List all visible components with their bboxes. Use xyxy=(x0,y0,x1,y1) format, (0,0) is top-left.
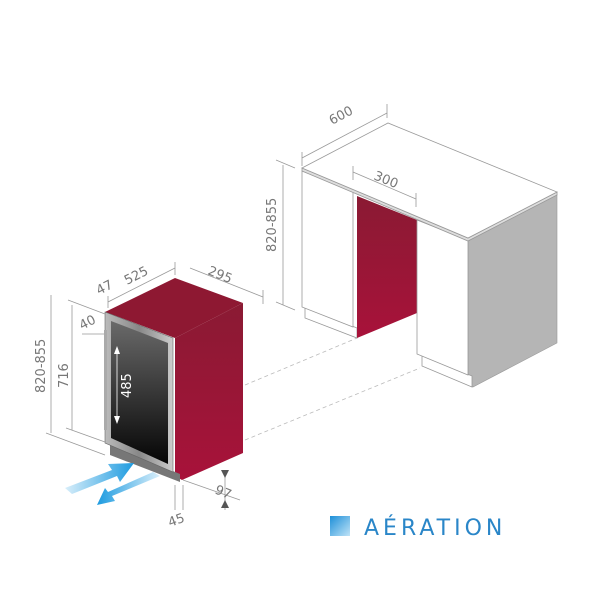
cabinet-height-label: 820-855 xyxy=(265,198,280,252)
cooler-height-label: 820-855 xyxy=(34,339,49,393)
legend-label: AÉRATION xyxy=(364,515,506,541)
cooler-plinth xyxy=(110,445,180,482)
legend: AÉRATION xyxy=(330,515,506,541)
cabinet xyxy=(301,122,558,388)
glass-height-label: 485 xyxy=(120,373,135,398)
air-exhaust-arrow-icon xyxy=(97,472,160,505)
door-offset-label: 47 xyxy=(94,278,116,299)
airflow-arrows xyxy=(65,463,160,505)
top-gap-label: 40 xyxy=(77,313,99,334)
air-intake-arrow-icon xyxy=(65,463,134,494)
plinth-height-label: 97 xyxy=(213,483,234,503)
cabinet-opening xyxy=(357,196,417,338)
guide-lines xyxy=(244,337,421,441)
cooler-door-glass xyxy=(111,321,168,464)
cooler-top xyxy=(105,278,243,338)
body-height-label: 716 xyxy=(57,363,72,388)
door-handle xyxy=(104,330,107,430)
cooler-depth-label: 525 xyxy=(122,264,151,289)
blue-square-icon xyxy=(330,516,350,536)
wine-cooler: 485 xyxy=(104,278,243,482)
cabinet-top xyxy=(301,122,558,239)
cabinet-width-label: 600 xyxy=(327,104,356,129)
cabinet-right-panel xyxy=(416,219,469,376)
plinth-depth-label: 45 xyxy=(166,511,187,531)
cooler-width-label: 295 xyxy=(206,264,235,287)
cabinet-left-panel xyxy=(301,170,354,328)
cooler-right-side xyxy=(175,303,243,480)
